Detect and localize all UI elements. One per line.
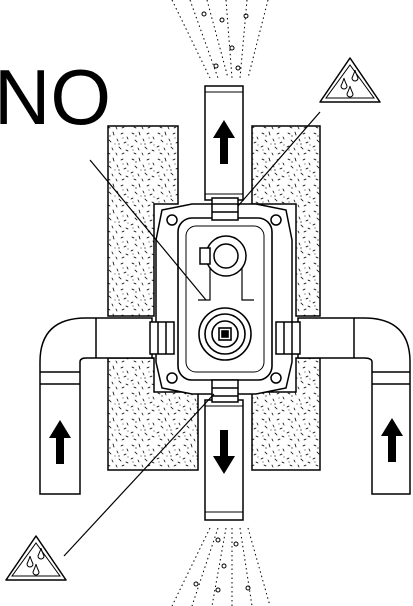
leader-line xyxy=(63,111,321,557)
right-connector xyxy=(275,321,301,355)
upper-port xyxy=(199,235,247,277)
bottom-connector xyxy=(211,379,239,403)
no-label: NO xyxy=(0,53,111,141)
bottom-water-spray xyxy=(171,527,271,606)
left-connector xyxy=(149,321,175,355)
water-drops-warning-icon xyxy=(5,535,67,581)
wall-block xyxy=(107,125,321,471)
water-drops-warning-icon xyxy=(319,57,381,103)
right-supply-pipe xyxy=(297,317,411,495)
left-supply-pipe xyxy=(39,317,153,495)
valve-cartridge xyxy=(198,307,252,361)
top-connector xyxy=(211,197,239,221)
top-water-spray xyxy=(171,0,269,79)
